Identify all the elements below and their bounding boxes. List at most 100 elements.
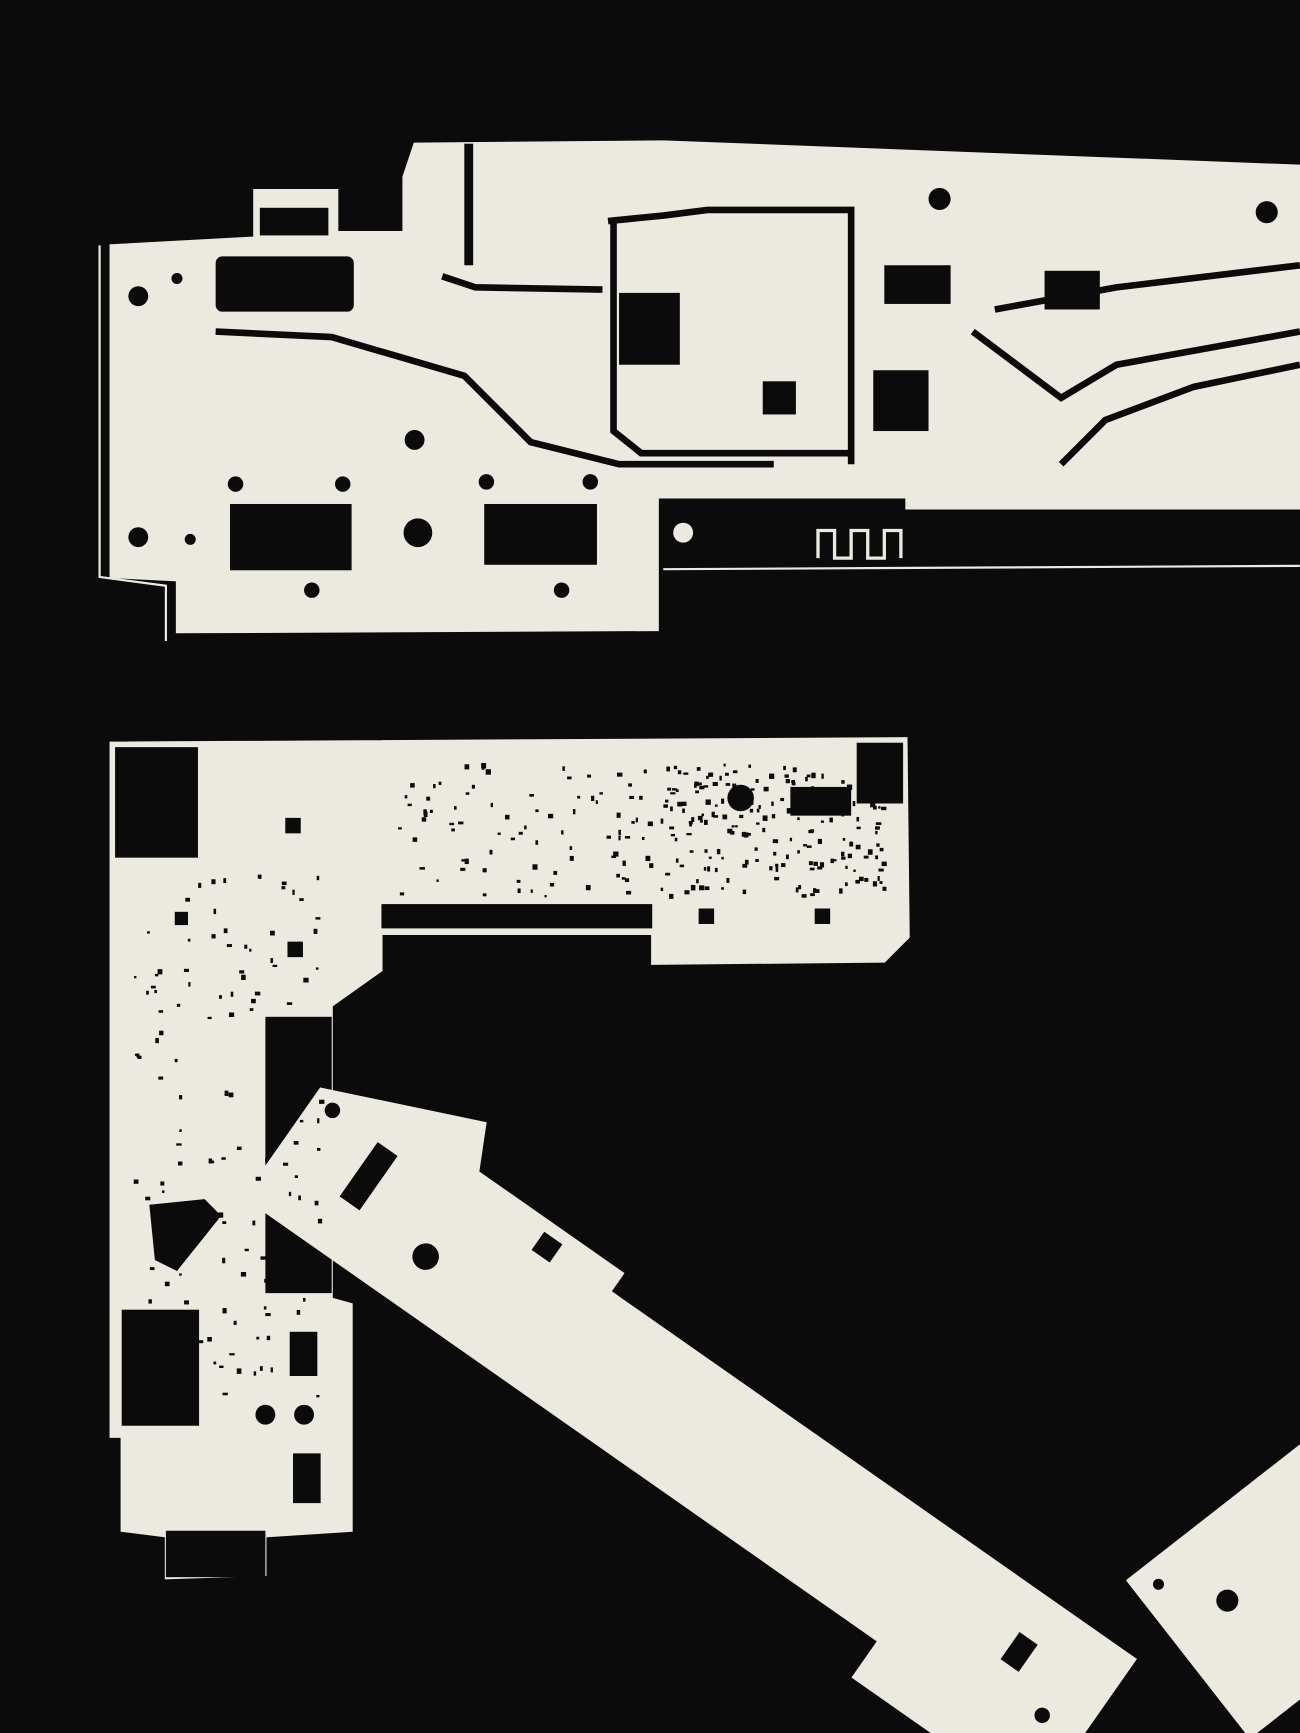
speckle-mark [184, 1366, 189, 1373]
speckle-mark [236, 1146, 242, 1150]
speckle-mark [875, 830, 878, 835]
speckle-mark [183, 968, 189, 972]
speckle-mark [841, 856, 846, 860]
speckle-mark [306, 1087, 312, 1091]
speckle-mark [815, 889, 820, 893]
speckle-mark [847, 853, 853, 859]
speckle-mark [161, 1332, 166, 1336]
speckle-mark [461, 859, 467, 862]
speckle-mark [701, 813, 704, 817]
speckle-mark [532, 864, 538, 870]
speckle-mark [679, 864, 685, 868]
speckle-mark [852, 801, 856, 807]
speckle-mark [869, 762, 874, 767]
speckle-mark [618, 835, 621, 841]
speckle-mark [249, 948, 252, 952]
diagonal-pcb-board [243, 1087, 1145, 1733]
speckle-mark [691, 817, 695, 822]
speckle-mark [670, 792, 676, 795]
speckle-mark [315, 1024, 319, 1028]
speckle-mark [544, 895, 547, 898]
speckle-mark [810, 893, 815, 897]
speckle-mark [639, 795, 643, 800]
speckle-mark [211, 1160, 215, 1164]
speckle-mark [177, 1161, 183, 1166]
speckle-mark [645, 855, 651, 862]
speckle-mark [750, 788, 755, 791]
speckle-mark [471, 784, 475, 789]
speckle-mark [739, 814, 744, 819]
speckle-mark [649, 863, 654, 868]
speckle-mark [714, 804, 718, 807]
speckle-mark [872, 881, 878, 887]
speckle-mark [798, 885, 802, 890]
speckle-mark [311, 1274, 314, 1278]
speckle-mark [272, 964, 278, 968]
speckle-mark [808, 861, 813, 866]
speckle-mark [628, 783, 632, 787]
speckle-mark [282, 1240, 285, 1246]
speckle-mark [629, 795, 635, 799]
speckle-mark [736, 787, 740, 792]
speckle-mark [222, 1257, 226, 1264]
speckle-mark [775, 863, 779, 868]
speckle-mark [241, 974, 246, 980]
speckle-mark [748, 800, 754, 805]
speckle-mark [404, 795, 408, 799]
speckle-mark [813, 888, 817, 893]
speckle-mark [233, 1320, 237, 1325]
speckle-mark [585, 884, 591, 891]
speckle-mark [599, 792, 603, 795]
speckle-mark [881, 806, 887, 811]
speckle-mark [164, 1281, 170, 1287]
speckle-mark [419, 867, 425, 870]
speckle-mark [817, 866, 823, 870]
speckle-mark [516, 879, 521, 883]
speckle-mark [223, 928, 228, 934]
speckle-mark [733, 801, 739, 806]
speckle-mark [510, 837, 515, 841]
speckle-mark [485, 769, 491, 775]
speckle-mark [665, 799, 669, 803]
speckle-mark [801, 894, 807, 898]
speckle-mark [714, 867, 718, 873]
speckle-mark [881, 861, 887, 867]
speckle-mark [669, 826, 675, 830]
speckle-mark [299, 898, 304, 902]
speckle-mark [317, 1118, 320, 1124]
speckle-mark [155, 973, 159, 977]
speckle-mark [251, 998, 256, 1004]
speckle-mark [817, 838, 823, 844]
speckle-mark [820, 820, 824, 823]
speckle-mark [454, 806, 457, 810]
speckle-mark [270, 930, 275, 936]
speckle-mark [844, 882, 848, 887]
speckle-mark [436, 879, 439, 882]
speckle-mark [762, 815, 768, 821]
speckle-mark [723, 763, 726, 767]
speckle-mark [839, 808, 843, 812]
speckle-mark [158, 1010, 164, 1013]
speckle-mark [458, 821, 464, 825]
speckle-mark [616, 812, 621, 818]
speckle-mark [856, 826, 861, 830]
speckle-mark [703, 819, 708, 825]
speckle-mark [833, 859, 837, 862]
speckle-mark [729, 830, 735, 835]
speckle-mark [133, 1179, 139, 1184]
speckle-mark [624, 835, 631, 839]
speckle-mark [239, 970, 245, 974]
speckle-mark [690, 884, 696, 891]
speckle-mark [218, 1212, 224, 1218]
speckle-mark [222, 1392, 228, 1396]
speckle-mark [228, 1012, 235, 1018]
speckle-mark [567, 776, 572, 780]
speckle-mark [282, 1162, 289, 1166]
speckle-mark [569, 846, 573, 850]
speckle-mark [873, 805, 877, 810]
speckle-mark [703, 785, 709, 788]
speckle-mark [150, 985, 156, 989]
speckle-mark [572, 809, 576, 815]
speckle-mark [465, 792, 470, 795]
speckle-mark [859, 766, 863, 771]
